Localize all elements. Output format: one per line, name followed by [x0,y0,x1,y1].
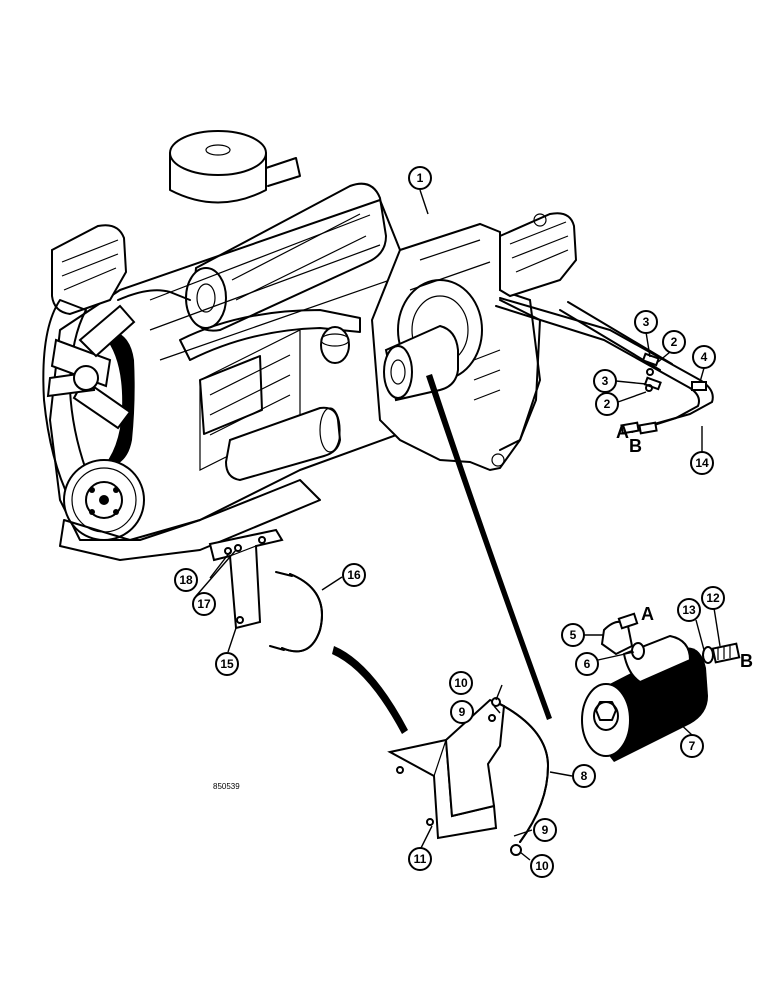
callout-10-lower: 10 [530,854,554,878]
callout-14: 14 [690,451,714,475]
transmission-housing [370,212,578,472]
callout-13: 13 [677,598,701,622]
filter-letter-a: A [641,604,654,624]
callout-16: 16 [342,563,366,587]
svg-text:3: 3 [643,315,650,329]
callout-12: 12 [701,586,725,610]
air-cleaner [169,130,301,204]
callout-2-lower: 2 [595,392,619,416]
svg-text:9: 9 [542,823,549,837]
svg-text:16: 16 [347,568,361,582]
callout-2-upper: 2 [662,330,686,354]
svg-text:8: 8 [581,769,588,783]
svg-text:1: 1 [417,171,424,185]
callout-8: 8 [572,764,596,788]
filter-letter-b: B [740,651,753,671]
line-letter-b: B [629,436,642,456]
svg-text:14: 14 [695,456,709,470]
svg-text:15: 15 [220,657,234,671]
svg-text:10: 10 [535,859,549,873]
svg-text:2: 2 [671,335,678,349]
figure-code: 850539 [213,782,240,791]
svg-text:18: 18 [179,573,193,587]
callout-5: 5 [561,623,585,647]
callout-10-upper: 10 [449,671,473,695]
callout-11: 11 [408,847,432,871]
callout-18: 18 [174,568,198,592]
oil-pan [59,479,321,561]
callout-9-upper: 9 [450,700,474,724]
leader-lines [195,189,721,861]
svg-text:11: 11 [414,852,427,866]
svg-text:6: 6 [584,657,591,671]
bracket-15-assembly [208,528,323,653]
engine-assembly [42,130,421,561]
callout-3-lower: 3 [593,369,617,393]
svg-text:9: 9 [459,705,466,719]
callout-9-lower: 9 [533,818,557,842]
line-letter-a: A [616,422,629,442]
svg-text:5: 5 [570,628,577,642]
svg-text:2: 2 [604,397,611,411]
callout-4: 4 [692,345,716,369]
callout-17: 17 [192,592,216,616]
callout-1: 1 [408,166,432,190]
svg-text:4: 4 [701,350,708,364]
svg-text:7: 7 [689,739,696,753]
bracket-11-assembly [387,697,549,856]
remote-filter [581,612,741,762]
svg-text:13: 13 [682,603,696,617]
callout-7: 7 [680,734,704,758]
remote-filter-arrow [426,374,552,720]
callout-15: 15 [215,652,239,676]
fan-belt [42,299,145,541]
svg-text:17: 17 [197,597,211,611]
svg-text:12: 12 [706,591,720,605]
svg-text:3: 3 [602,374,609,388]
svg-text:10: 10 [454,676,468,690]
callout-6: 6 [575,652,599,676]
callout-3-upper: 3 [634,310,658,334]
bracket-arrow [332,646,408,734]
